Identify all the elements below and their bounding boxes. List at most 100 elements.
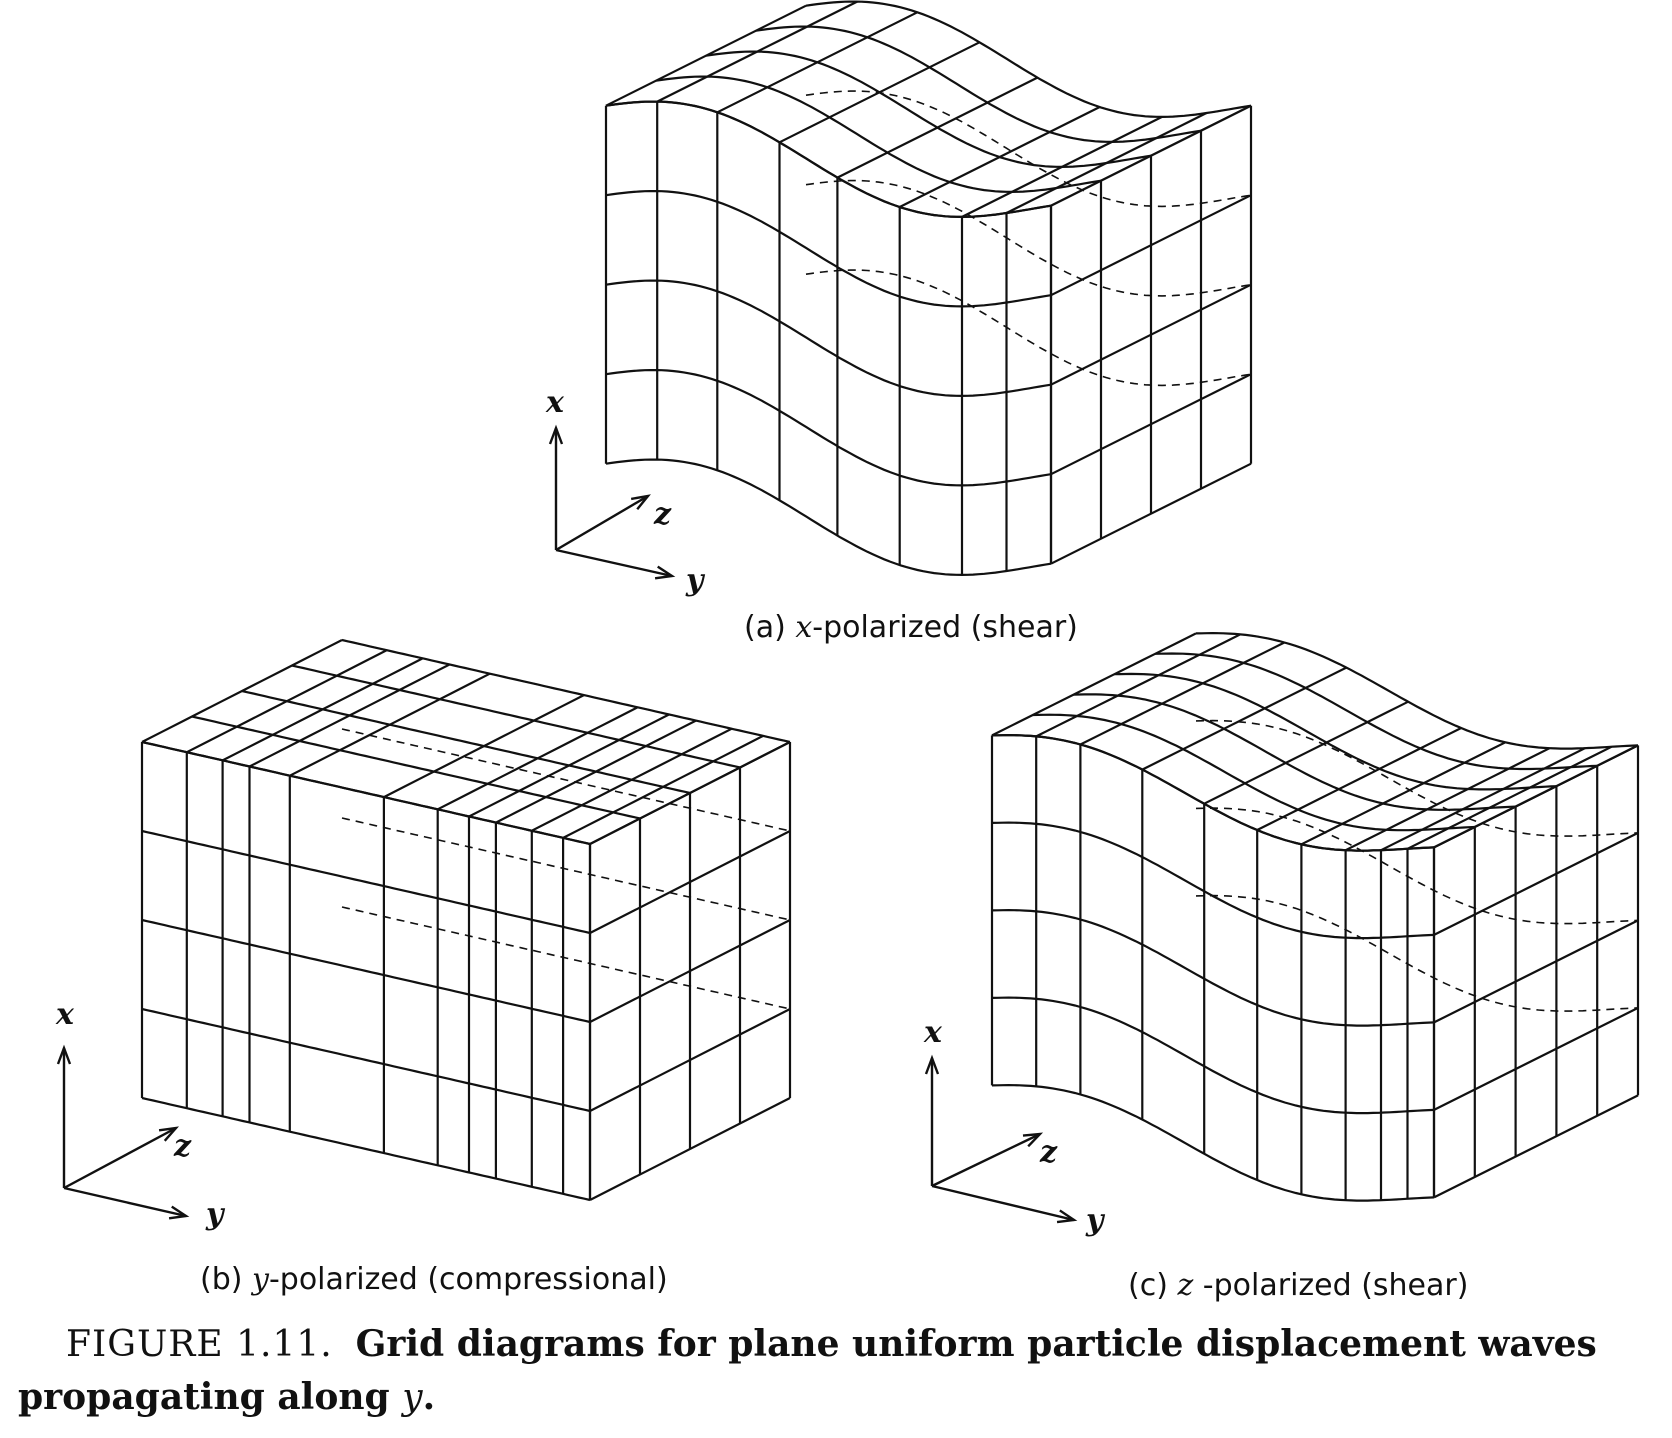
top-grid-line [655, 75, 1102, 194]
axis-label-y-a: y [686, 563, 704, 598]
top-grid-line [191, 715, 641, 820]
top-grid-line [291, 664, 741, 769]
x-axis-arrow [548, 424, 564, 445]
top-grid-line [805, 0, 1252, 119]
grid-block-x-polarized [604, 0, 1253, 577]
top-grid-line [1256, 727, 1462, 831]
hidden-layer-line [805, 269, 1252, 387]
axis-label-x-b: x [56, 997, 74, 1032]
panel-label-b-variable: y [252, 1262, 269, 1297]
top-grid-line [605, 100, 1052, 219]
top-grid-line [1407, 745, 1612, 850]
z-axis-line [555, 494, 649, 552]
top-grid-line [716, 11, 918, 114]
figure-caption: FIGURE 1.11. Grid diagrams for plane uni… [18, 1318, 1658, 1424]
top-grid-line [249, 663, 450, 768]
front-layer-line [141, 1096, 591, 1202]
z-axis-line [931, 1132, 1041, 1188]
top-grid-line [605, 4, 807, 107]
top-grid-line [991, 733, 1435, 852]
y-axis-line [555, 548, 673, 578]
top-grid-line [1195, 631, 1639, 750]
top-grid-line [531, 727, 733, 832]
top-grid-line [1155, 652, 1598, 771]
hidden-layer-line [1195, 632, 1639, 750]
axis-triad-b [56, 1044, 190, 1220]
front-layer-line [141, 918, 591, 1024]
front-layer-line [605, 369, 1052, 487]
top-grid-line [222, 657, 424, 762]
top-grid-line [1141, 666, 1347, 771]
top-grid-line [1380, 747, 1586, 852]
x-axis-arrow [924, 1054, 940, 1075]
top-grid-line [899, 106, 1101, 208]
top-grid-line [468, 713, 670, 818]
top-grid-line [991, 632, 1197, 737]
top-grid-line [1300, 741, 1506, 846]
top-grid-line [383, 694, 585, 799]
axis-label-z-b: z [174, 1129, 192, 1164]
axis-label-y-b: y [206, 1197, 224, 1232]
top-grid-line [779, 41, 980, 144]
top-grid-line [1114, 672, 1557, 791]
hidden-layer-line [1195, 807, 1639, 925]
side-layer-line [1433, 1094, 1639, 1199]
top-grid-line [705, 50, 1152, 169]
front-layer-line [605, 279, 1052, 398]
axis-label-y-c: y [1086, 1203, 1104, 1238]
hidden-layer-line [341, 728, 791, 832]
axis-label-x-c: x [924, 1015, 942, 1050]
front-layer-line [991, 821, 1435, 940]
caption-number: FIGURE 1.11. [66, 1324, 333, 1365]
z-axis-arrow [630, 494, 651, 511]
panel-label-c: (c) z -polarized (shear) [1128, 1268, 1468, 1303]
top-grid-line [437, 706, 639, 811]
panel-label-b: (b) y-polarized (compressional) [200, 1262, 668, 1297]
top-grid-line [1203, 700, 1409, 805]
top-grid-line [656, 0, 858, 103]
top-grid-line [141, 639, 343, 743]
top-grid-line [1032, 713, 1475, 832]
side-layer-line [1433, 831, 1639, 936]
axis-triad-a [548, 424, 676, 580]
panel-label-b-suffix: -polarized (compressional) [268, 1262, 668, 1297]
y-axis-line [63, 1186, 187, 1218]
front-layer-line [141, 829, 591, 935]
panel-label-a: (a) x-polarized (shear) [744, 610, 1078, 645]
top-grid-line [289, 672, 491, 777]
hidden-layer-line [341, 906, 791, 1010]
top-grid-line [961, 115, 1163, 218]
hidden-layer-line [341, 817, 791, 921]
x-axis-arrow [56, 1044, 72, 1065]
z-axis-arrow [158, 1126, 180, 1142]
front-layer-line [605, 458, 1052, 577]
hidden-layer-line [805, 90, 1252, 208]
caption-variable: y [402, 1377, 423, 1418]
axis-label-z-c: z [1040, 1135, 1058, 1170]
z-axis-arrow [1022, 1132, 1044, 1148]
side-layer-line [1433, 919, 1639, 1024]
hidden-layer-line [1195, 719, 1639, 837]
top-grid-line [1079, 641, 1285, 746]
y-axis-arrow [654, 565, 676, 580]
side-layer-line [1433, 744, 1639, 849]
caption-end: . [422, 1376, 436, 1418]
grid-block-z-polarized [990, 631, 1640, 1202]
grid-block-y-polarized [140, 638, 792, 1202]
axis-label-z-a: z [654, 497, 672, 532]
front-layer-line [991, 996, 1435, 1115]
panel-label-b-prefix: (b) [200, 1262, 252, 1297]
top-grid-line [341, 638, 791, 744]
panel-label-a-prefix: (a) [744, 610, 796, 645]
front-layer-line [991, 733, 1435, 852]
top-grid-line [1006, 112, 1207, 214]
panel-label-c-prefix: (c) [1128, 1268, 1178, 1303]
panel-label-c-suffix: -polarized (shear) [1193, 1268, 1469, 1303]
front-layer-line [141, 1007, 591, 1113]
front-layer-line [605, 190, 1052, 308]
y-axis-arrow [1056, 1209, 1078, 1224]
top-grid-line [141, 740, 591, 846]
y-axis-arrow [168, 1205, 190, 1220]
side-layer-line [1433, 1006, 1639, 1111]
top-grid-line [1073, 693, 1516, 811]
